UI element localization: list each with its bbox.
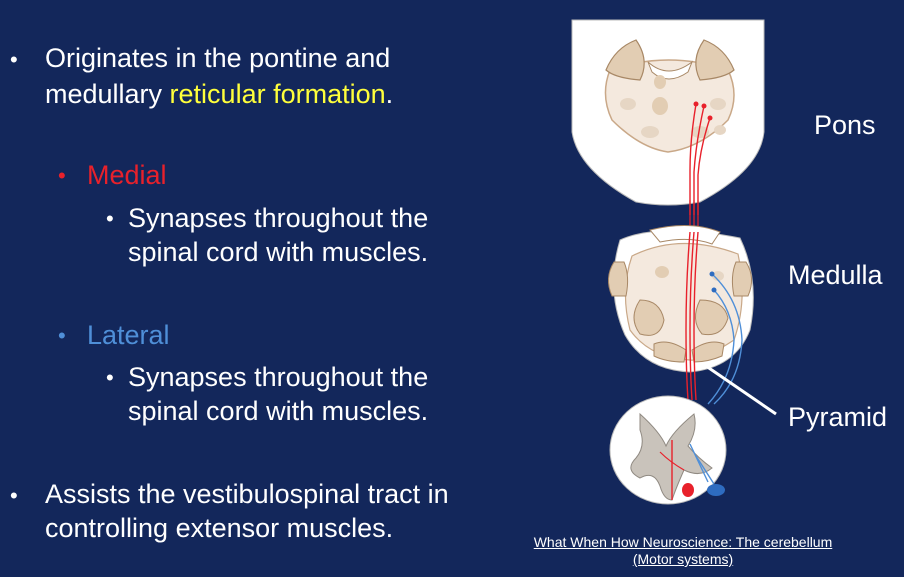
lateral-sub-bullet-dot: • [106,365,114,390]
medial-desc-line-2: spinal cord with muscles. [128,237,429,267]
pyramid-pointer-line [705,364,777,416]
bullet-1-period: . [385,79,394,109]
medial-label: Medial [87,160,167,190]
lateral-desc-line-1: Synapses throughout the [128,362,429,392]
reticular-formation-highlight: reticular formation [169,79,386,109]
credit-line-1: What When How Neuroscience: The cerebell… [533,534,833,550]
medial-bullet-dot: • [58,163,66,188]
lateral-label: Lateral [87,320,170,350]
bullet-1-line-2: medullary reticular formation. [45,78,393,110]
bullet-2-dot: • [10,483,18,508]
credit-line-2: (Motor systems) [632,551,734,567]
medulla-label: Medulla [788,260,883,290]
lateral-desc-line-2: spinal cord with muscles. [128,396,429,426]
bullet-1-line-1: Originates in the pontine and [45,43,391,73]
pons-label: Pons [814,110,876,140]
spinal-cord-section [609,395,727,505]
bullet-1-text: medullary [45,79,170,109]
medial-sub-bullet-dot: • [106,206,114,231]
bullet-2-line-1: Assists the vestibulospinal tract in [45,479,449,509]
pons-section [571,19,765,215]
bullet-2-line-2: controlling extensor muscles. [45,513,394,543]
medulla-section [608,224,754,405]
medial-desc-line-1: Synapses throughout the [128,203,429,233]
lateral-bullet-dot: • [58,323,66,348]
bullet-dot: • [10,47,18,72]
image-credit-link[interactable]: What When How Neuroscience: The cerebell… [498,534,868,568]
pyramid-label: Pyramid [788,402,888,432]
